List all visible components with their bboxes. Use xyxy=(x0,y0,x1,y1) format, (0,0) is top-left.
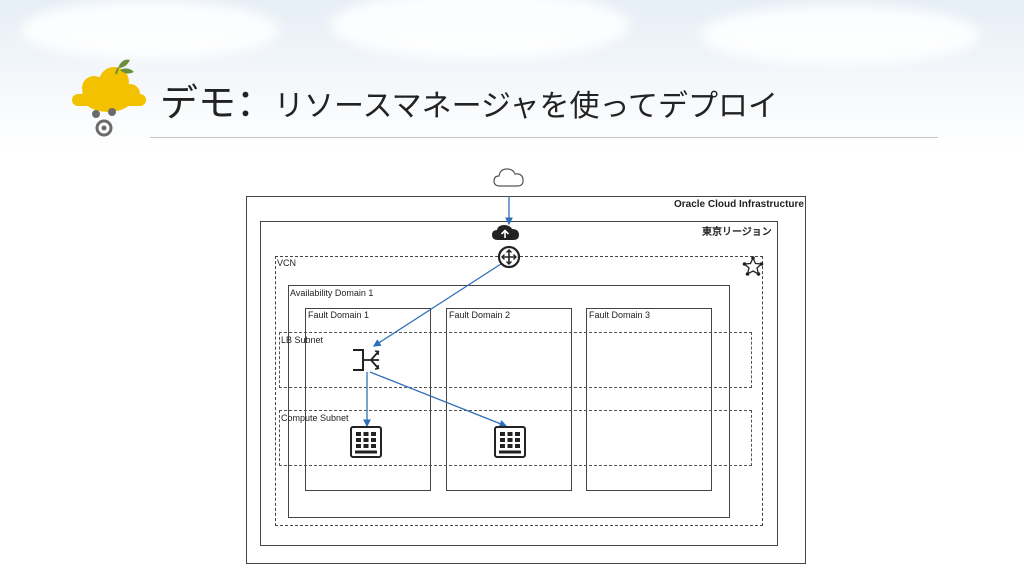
internet-gateway-icon xyxy=(492,225,519,240)
oci-boundary xyxy=(246,196,806,564)
compute-instance-icon xyxy=(494,426,526,458)
title-divider xyxy=(150,137,938,138)
logo-cloud-icon xyxy=(72,59,146,137)
oci-label: Oracle Cloud Infrastructure xyxy=(673,199,804,210)
fault-domain-2 xyxy=(446,308,572,491)
compute-subnet-boundary xyxy=(279,410,752,466)
load-balancer-icon xyxy=(353,349,380,371)
vcn-star-icon xyxy=(742,256,764,276)
compute-subnet-label: Compute Subnet xyxy=(281,413,349,423)
fault-domain-3-label: Fault Domain 3 xyxy=(589,310,651,320)
slide-title: デモ：リソースマネージャを使ってデプロイ xyxy=(160,78,778,128)
slide-title-sub: リソースマネージャを使ってデプロイ xyxy=(274,89,779,124)
fault-domain-1 xyxy=(305,308,431,491)
router-icon xyxy=(497,245,521,269)
fault-domain-3 xyxy=(586,308,712,491)
arrow-router-to-lb xyxy=(372,261,505,347)
vcn-label: VCN xyxy=(277,258,297,268)
region-label: 東京リージョン xyxy=(702,227,772,238)
sky-background xyxy=(0,0,1024,150)
region-boundary xyxy=(260,221,778,546)
availability-domain-label: Availability Domain 1 xyxy=(290,288,374,298)
architecture-diagram: Oracle Cloud Infrastructure 東京リージョン VCN … xyxy=(246,196,806,564)
fault-domain-2-label: Fault Domain 2 xyxy=(449,310,511,320)
arrow-lb-to-compute-2 xyxy=(369,371,508,428)
slide-title-main: デモ： xyxy=(160,81,275,125)
compute-instance-icon xyxy=(350,426,382,458)
availability-domain-boundary xyxy=(288,285,730,518)
fault-domain-1-label: Fault Domain 1 xyxy=(308,310,370,320)
lb-subnet-label: LB Subnet xyxy=(281,335,324,345)
lb-subnet-boundary xyxy=(279,332,752,388)
internet-cloud-icon xyxy=(493,168,524,187)
diagram-connectors xyxy=(350,196,764,458)
